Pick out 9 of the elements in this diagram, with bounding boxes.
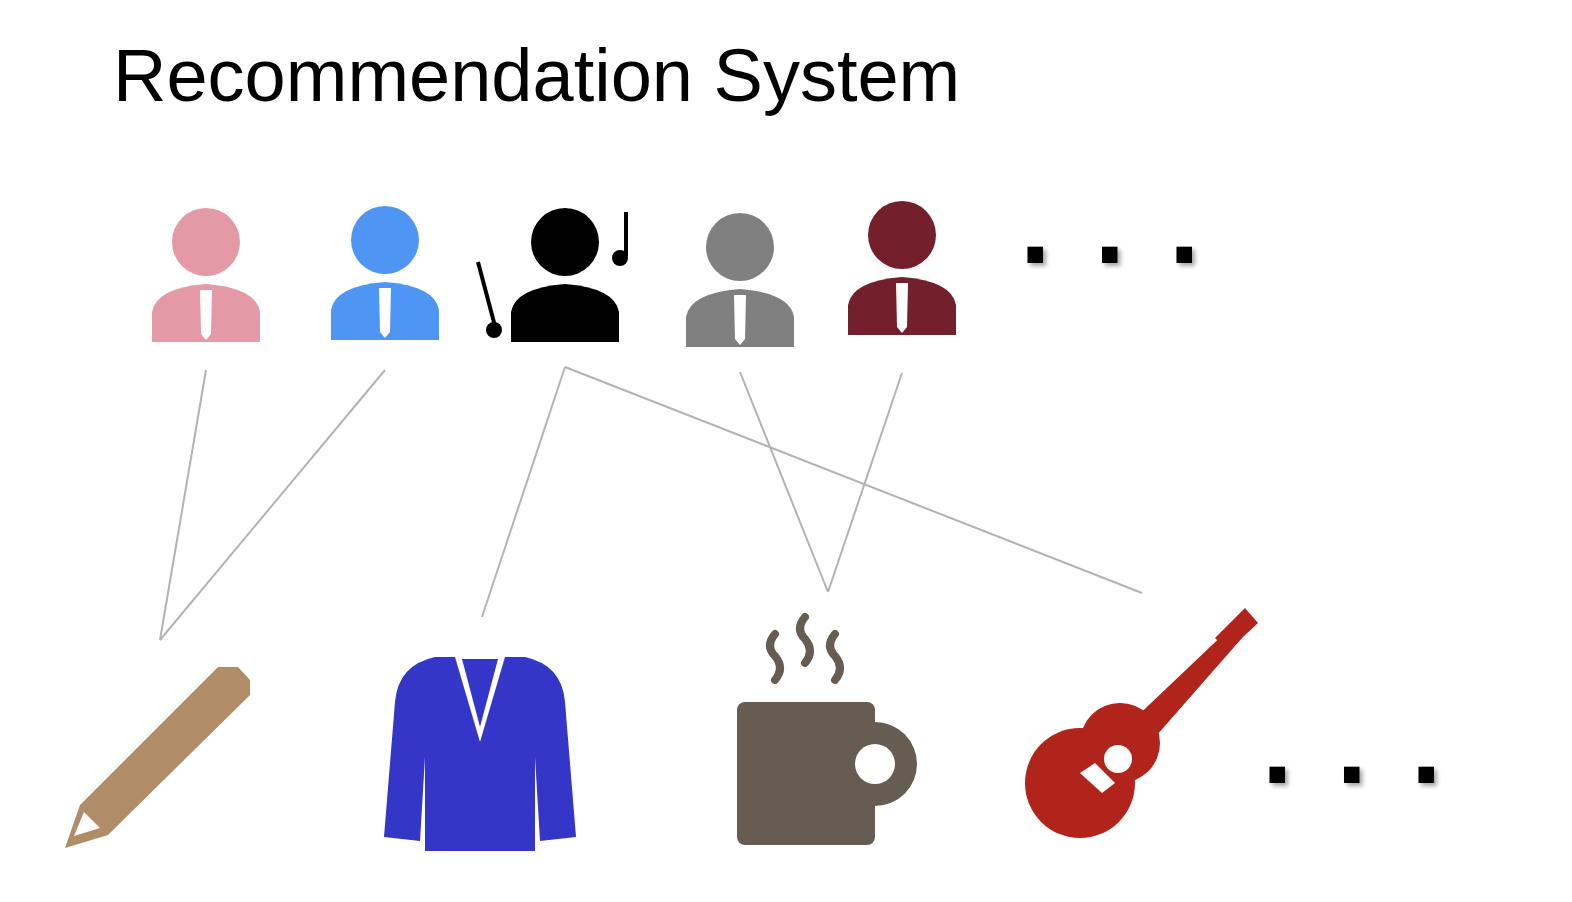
ellipsis: ...	[1020, 170, 1244, 280]
connector-line	[827, 372, 903, 593]
connector-line	[481, 366, 566, 618]
connector-line	[159, 369, 207, 641]
connector-line	[564, 366, 1143, 594]
ellipsis: ...	[1262, 690, 1486, 800]
connector-line	[739, 371, 829, 593]
title: Recommendation System	[113, 33, 961, 119]
connector-line	[159, 369, 386, 641]
